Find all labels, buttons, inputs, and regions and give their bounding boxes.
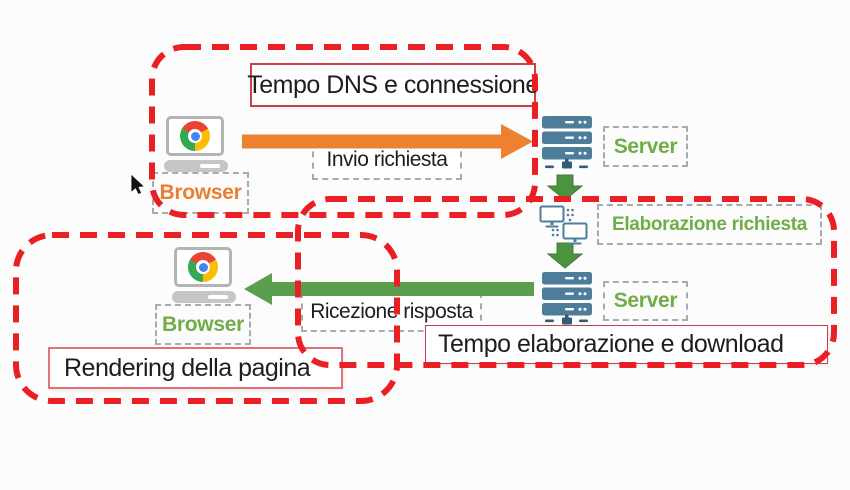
chrome-logo-icon	[188, 252, 218, 282]
processing-download-time-title: Tempo elaborazione e download	[425, 325, 828, 364]
down-arrow-icon	[546, 174, 584, 201]
networked-computers-icon	[539, 205, 588, 245]
request-processing-label: Elaborazione richiesta	[597, 204, 822, 245]
mouse-cursor	[130, 173, 146, 196]
processing-region-outline	[295, 196, 837, 368]
chrome-computer-icon	[164, 116, 230, 174]
monitor-frame	[166, 116, 224, 156]
server-bottom-label: Server	[603, 281, 688, 321]
request-right-arrow-icon	[242, 124, 533, 159]
browser-bottom-label: Browser	[155, 304, 251, 345]
chrome-computer-icon	[172, 247, 238, 305]
receive-response-caption: Ricezione risposta	[301, 292, 482, 332]
response-left-arrow-icon	[244, 273, 534, 305]
server-stack-icon	[542, 272, 592, 325]
computer-base	[164, 160, 228, 172]
server-top-label: Server	[603, 126, 688, 167]
monitor-frame	[174, 247, 232, 287]
dns-connection-time-title: Tempo DNS e connessione	[247, 63, 539, 107]
computer-base	[172, 291, 236, 303]
dns-region-outline	[149, 44, 538, 218]
down-arrow-icon	[546, 242, 584, 269]
rendering-region-outline	[13, 232, 400, 404]
page-rendering-title: Rendering della pagina	[48, 347, 343, 389]
chrome-logo-icon	[180, 121, 210, 151]
server-stack-icon	[542, 116, 592, 169]
